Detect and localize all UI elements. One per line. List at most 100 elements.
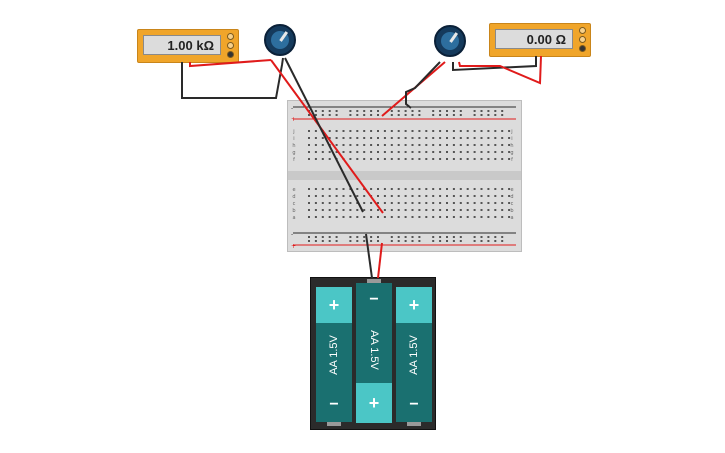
rail-hole (487, 236, 490, 238)
breadboard-hole (452, 158, 455, 160)
rail-sign-label: + (291, 243, 296, 250)
breadboard-hole (328, 188, 331, 190)
breadboard-hole (459, 144, 462, 146)
breadboard-hole (370, 202, 373, 204)
breadboard-hole (480, 158, 483, 160)
rail-hole (356, 240, 359, 242)
breadboard-hole (356, 195, 359, 197)
breadboard-hole (370, 130, 373, 132)
breadboard-hole (308, 130, 310, 132)
breadboard-hole (446, 144, 448, 146)
breadboard-hole (459, 209, 462, 211)
breadboard-hole (432, 188, 435, 190)
breadboard-hole (314, 158, 317, 160)
battery-cell-3[interactable]: + AA 1.5V − (396, 287, 432, 426)
breadboard-hole (383, 137, 386, 139)
rail-hole (314, 114, 317, 116)
breadboard-hole (432, 195, 435, 197)
breadboard-hole (487, 188, 490, 190)
breadboard-hole (321, 137, 324, 139)
battery-cell-1[interactable]: + AA 1.5V − (316, 287, 352, 426)
breadboard-hole (466, 188, 469, 190)
breadboard-hole (494, 195, 497, 197)
rail-hole (501, 240, 504, 242)
breadboard-hole (363, 137, 366, 139)
breadboard-hole (370, 216, 373, 218)
rail-hole (404, 240, 407, 242)
breadboard-hole (501, 209, 504, 211)
breadboard-hole (383, 195, 386, 197)
breadboard-hole (466, 151, 469, 153)
multimeter-right[interactable]: 0.00 Ω (489, 23, 591, 57)
breadboard-hole (411, 195, 414, 197)
rail-hole (390, 240, 393, 242)
rail-hole (446, 240, 448, 242)
row-letter-label: e (510, 187, 513, 193)
wire-black[interactable] (181, 57, 284, 99)
battery-cell-2[interactable]: − AA 1.5V + (356, 279, 392, 423)
breadboard-hole (425, 158, 428, 160)
breadboard-hole (383, 216, 386, 218)
row-letter-label: e (292, 187, 295, 193)
breadboard-hole (342, 130, 345, 132)
breadboard-hole (314, 188, 317, 190)
rail-hole (418, 240, 421, 242)
breadboard-hole (314, 202, 317, 204)
breadboard-hole (473, 209, 476, 211)
breadboard-hole (411, 202, 414, 204)
rail-hole (404, 114, 407, 116)
breadboard-hole (418, 137, 421, 139)
breadboard-hole (411, 137, 414, 139)
rail-hole (480, 240, 483, 242)
breadboard-hole (308, 202, 310, 204)
breadboard-hole (383, 130, 386, 132)
breadboard-hole (411, 144, 414, 146)
rail-sign-label: - (291, 105, 293, 112)
breadboard-hole (356, 151, 359, 153)
breadboard-hole (404, 209, 407, 211)
potentiometer-left[interactable] (264, 24, 296, 56)
battery-pack[interactable]: + AA 1.5V − − AA 1.5V + + AA 1.5V − (310, 277, 436, 430)
breadboard-hole (466, 144, 469, 146)
row-letter-label: a (292, 215, 295, 221)
breadboard-hole (377, 195, 379, 197)
breadboard-hole (411, 188, 414, 190)
breadboard-hole (397, 151, 400, 153)
breadboard-hole (425, 195, 428, 197)
rail-hole (439, 240, 442, 242)
row-letter-label: j (510, 129, 512, 135)
rail-hole (397, 114, 400, 116)
rail-hole (459, 240, 462, 242)
wire-red[interactable] (458, 55, 542, 85)
breadboard-hole (473, 216, 476, 218)
cell-contact-tab (327, 422, 341, 426)
breadboard-hole (349, 188, 352, 190)
breadboard-hole (349, 158, 352, 160)
breadboard-hole (501, 158, 504, 160)
potentiometer-right[interactable] (434, 25, 466, 57)
breadboard-hole (418, 216, 421, 218)
rail-hole (363, 240, 366, 242)
breadboard-hole (335, 195, 338, 197)
breadboard-hole (370, 137, 373, 139)
breadboard-hole (473, 137, 476, 139)
breadboard-hole (418, 158, 421, 160)
breadboard-hole (377, 158, 379, 160)
breadboard-hole (501, 216, 504, 218)
breadboard-hole (349, 151, 352, 153)
breadboard-hole (390, 195, 393, 197)
wire-black[interactable] (452, 56, 537, 72)
row-letter-label: d (510, 194, 513, 200)
rail-hole (480, 110, 483, 112)
multimeter-left[interactable]: 1.00 kΩ (137, 29, 239, 63)
breadboard-hole (397, 188, 400, 190)
breadboard-hole (494, 209, 497, 211)
breadboard-hole (321, 216, 324, 218)
meter-knob-icon (579, 27, 586, 34)
breadboard-hole (452, 202, 455, 204)
breadboard-hole (377, 209, 379, 211)
rail-hole (363, 114, 366, 116)
breadboard-hole (390, 216, 393, 218)
